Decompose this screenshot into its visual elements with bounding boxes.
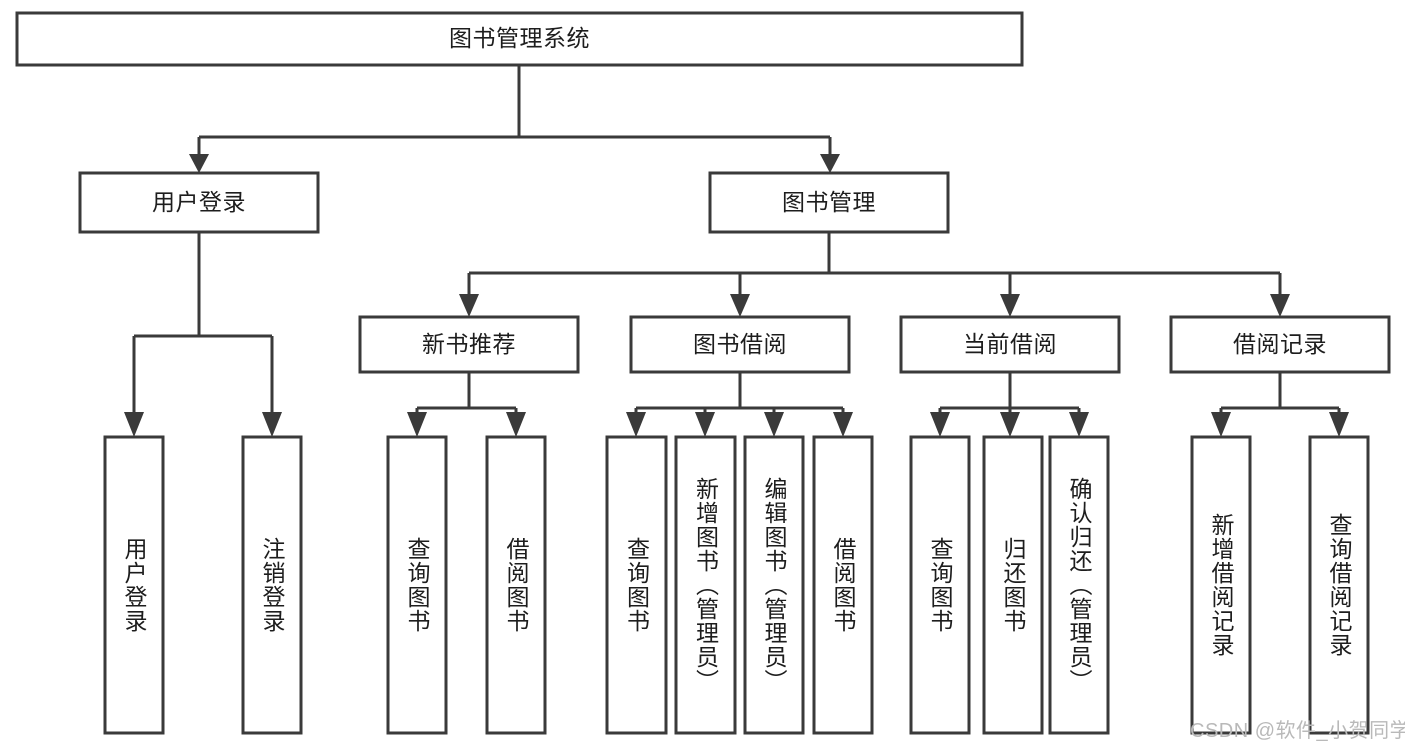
node-box-root[interactable] <box>15 11 1024 67</box>
node-box-current-borrow[interactable] <box>899 315 1121 374</box>
arrow-head-leaf-query-book-1 <box>407 412 427 437</box>
arrow-head-leaf-add-book <box>695 412 715 437</box>
connector-new-book-rec-bus <box>415 372 518 420</box>
csdn-watermark: CSDN @软件_小贺同学 <box>1190 720 1405 742</box>
node-box-leaf-logout[interactable] <box>241 435 303 735</box>
arrow-head-new-book-rec <box>459 294 479 317</box>
arrow-head-leaf-logout <box>262 412 282 437</box>
node-box-leaf-edit-book[interactable] <box>743 435 805 735</box>
node-box-leaf-query-record[interactable] <box>1308 435 1370 735</box>
node-box-book-borrow[interactable] <box>629 315 851 374</box>
node-box-leaf-query-book-1[interactable] <box>386 435 448 735</box>
node-box-leaf-return-book[interactable] <box>982 435 1044 735</box>
connector-borrow-record-bus <box>1219 372 1341 420</box>
node-box-leaf-confirm-return[interactable] <box>1048 435 1110 735</box>
node-box-leaf-query-book-2[interactable] <box>605 435 668 735</box>
node-box-leaf-borrow-book-1[interactable] <box>485 435 547 735</box>
arrow-head-leaf-query-book-3 <box>930 412 950 437</box>
arrow-head-borrow-record <box>1270 294 1290 317</box>
connector-book-borrow-bus <box>634 372 845 420</box>
arrow-head-leaf-confirm-return <box>1069 412 1089 437</box>
arrow-head-book-manage <box>820 154 840 173</box>
node-box-borrow-record[interactable] <box>1169 315 1391 374</box>
arrow-head-user-login <box>189 154 209 173</box>
node-box-leaf-query-book-3[interactable] <box>909 435 971 735</box>
connector-user-login-bus <box>132 232 274 418</box>
arrow-head-leaf-borrow-book-2 <box>833 412 853 437</box>
arrow-head-book-borrow <box>730 294 750 317</box>
arrow-head-leaf-user-login <box>124 412 144 437</box>
connector-book-manage-bus <box>467 232 1282 300</box>
node-box-leaf-add-record[interactable] <box>1190 435 1252 735</box>
arrow-head-leaf-query-record <box>1329 412 1349 437</box>
node-box-book-manage[interactable] <box>708 171 950 234</box>
arrow-head-leaf-borrow-book-1 <box>506 412 526 437</box>
node-box-leaf-add-book[interactable] <box>674 435 737 735</box>
arrow-head-leaf-edit-book <box>764 412 784 437</box>
arrow-head-leaf-return-book <box>1000 412 1020 437</box>
connector-root-bus <box>197 65 832 160</box>
node-box-leaf-borrow-book-2[interactable] <box>812 435 874 735</box>
node-box-new-book-rec[interactable] <box>358 315 580 374</box>
node-box-user-login[interactable] <box>78 171 320 234</box>
node-box-leaf-user-login[interactable] <box>103 435 165 735</box>
arrow-head-leaf-query-book-2 <box>626 412 646 437</box>
arrow-head-current-borrow <box>1000 294 1020 317</box>
arrow-head-leaf-add-record <box>1211 412 1231 437</box>
